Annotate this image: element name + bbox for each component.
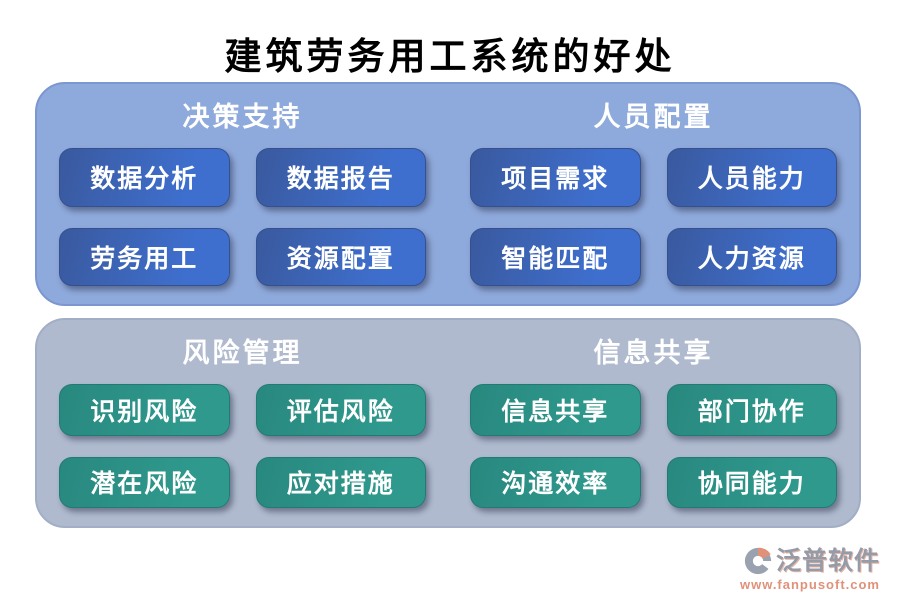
brand-name: 泛普软件 bbox=[775, 547, 880, 575]
brand-url[interactable]: www.fanpusoft.com bbox=[739, 577, 880, 592]
btn-data-report[interactable]: 数据报告 bbox=[255, 148, 426, 207]
section-header-personnel-allocation: 人员配置 bbox=[593, 102, 714, 132]
fanpu-logo-icon bbox=[743, 546, 773, 576]
btn-communication-efficiency[interactable]: 沟通效率 bbox=[470, 456, 641, 508]
btn-smart-matching[interactable]: 智能匹配 bbox=[470, 227, 641, 286]
btn-resource-allocation[interactable]: 资源配置 bbox=[255, 227, 426, 286]
button-grid-personnel-allocation: 项目需求 人员能力 智能匹配 人力资源 bbox=[470, 148, 837, 286]
btn-potential-risk[interactable]: 潜在风险 bbox=[59, 456, 230, 508]
button-grid-risk-management: 识别风险 评估风险 潜在风险 应对措施 bbox=[59, 384, 426, 508]
btn-personnel-ability[interactable]: 人员能力 bbox=[666, 148, 837, 207]
btn-department-collaboration[interactable]: 部门协作 bbox=[666, 384, 837, 436]
btn-project-demand[interactable]: 项目需求 bbox=[470, 148, 641, 207]
panel-decision-personnel: 决策支持 数据分析 数据报告 劳务用工 资源配置 人员配置 项目需求 人员能力 … bbox=[35, 82, 861, 306]
btn-identify-risk[interactable]: 识别风险 bbox=[59, 384, 230, 436]
section-header-risk-management: 风险管理 bbox=[182, 338, 303, 368]
btn-labor-employment[interactable]: 劳务用工 bbox=[59, 227, 230, 286]
brand-logo[interactable]: 泛普软件 www.fanpusoft.com bbox=[740, 546, 880, 592]
btn-info-sharing[interactable]: 信息共享 bbox=[470, 384, 641, 436]
btn-data-analysis[interactable]: 数据分析 bbox=[59, 148, 230, 207]
section-header-decision-support: 决策支持 bbox=[182, 102, 303, 132]
btn-collaboration-ability[interactable]: 协同能力 bbox=[666, 456, 837, 508]
btn-countermeasures[interactable]: 应对措施 bbox=[255, 456, 426, 508]
button-grid-information-sharing: 信息共享 部门协作 沟通效率 协同能力 bbox=[470, 384, 837, 508]
button-grid-decision-support: 数据分析 数据报告 劳务用工 资源配置 bbox=[59, 148, 426, 286]
panel-risk-information: 风险管理 识别风险 评估风险 潜在风险 应对措施 信息共享 信息共享 部门协作 … bbox=[35, 318, 861, 528]
section-decision-support: 决策支持 数据分析 数据报告 劳务用工 资源配置 bbox=[37, 84, 448, 304]
btn-assess-risk[interactable]: 评估风险 bbox=[255, 384, 426, 436]
section-risk-management: 风险管理 识别风险 评估风险 潜在风险 应对措施 bbox=[37, 320, 448, 526]
section-information-sharing: 信息共享 信息共享 部门协作 沟通效率 协同能力 bbox=[448, 320, 859, 526]
page-title: 建筑劳务用工系统的好处 bbox=[224, 37, 676, 78]
btn-human-resources[interactable]: 人力资源 bbox=[666, 227, 837, 286]
brand-logo-row: 泛普软件 bbox=[743, 546, 880, 576]
section-personnel-allocation: 人员配置 项目需求 人员能力 智能匹配 人力资源 bbox=[448, 84, 859, 304]
section-header-information-sharing: 信息共享 bbox=[593, 338, 714, 368]
